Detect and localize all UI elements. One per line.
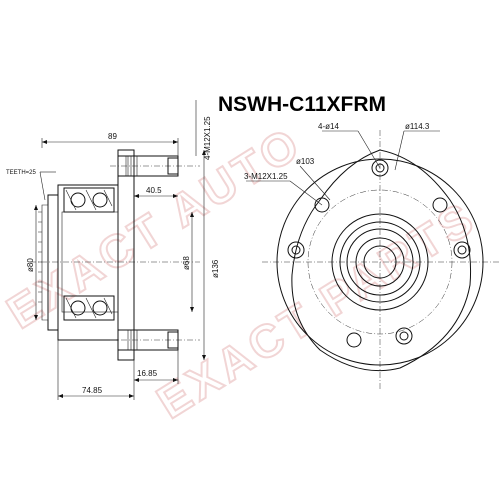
dim-mount-holes: 4-ø14 [318,122,381,169]
dim-total-depth: 74.85 [57,340,135,400]
front-view: 4-ø14 ø114.3 ø103 3-M12X1.25 [244,122,500,390]
dim-pcd-bolts-label: ø103 [296,157,315,166]
watermark-text-a: EXACT AUTO [0,116,311,338]
side-section-view: 89 4-M12X1.25 TEETH=25 40.5 [6,100,220,400]
dim-bolt-thread: 3-M12X1.25 [244,172,323,206]
dim-flange-label: ø136 [211,259,220,278]
hub-outer-circle [331,213,429,311]
upper-stud [110,155,200,177]
hub-inner-circle [346,228,414,296]
dim-bore-label: ø80 [26,258,35,272]
stud-holes [287,159,471,345]
upper-bearing [63,187,115,213]
dim-bolt-thread-label: 3-M12X1.25 [244,172,288,181]
lower-bearing [63,295,115,321]
hub-mid-circle [339,221,421,303]
dim-teeth-label: TEETH=25 [6,170,37,176]
dim-pilot-label: ø68 [182,256,191,270]
hub-bore-circle [363,245,397,279]
dim-mount-holes-label: 4-ø14 [318,122,339,131]
dim-total-depth-label: 74.85 [82,386,103,395]
hub-center-circle [355,237,405,287]
flange-plate [291,149,472,372]
dim-stud-offset: 40.5 [134,186,178,198]
outer-flange-circle [276,158,484,366]
dim-stud-thread: 4-M12X1.25 [195,100,212,160]
spline-teeth [38,211,42,303]
dim-flange-to-face: 16.85 [133,350,179,384]
bolt-bosses [314,197,448,348]
dim-flange-to-face-label: 16.85 [137,369,158,378]
dim-flange: ø136 [202,150,220,360]
dim-stud-offset-label: 40.5 [146,186,162,195]
dim-pcd-studs-label: ø114.3 [405,122,430,131]
dim-teeth: TEETH=25 [6,170,56,201]
pcd-circle [307,189,453,335]
dim-pilot: ø68 [182,212,194,312]
dim-stud-thread-label: 4-M12X1.25 [203,116,212,160]
dim-pcd-studs: ø114.3 [394,122,440,171]
dim-pcd-bolts: ø103 [296,157,331,201]
dim-bore: ø80 [26,205,38,320]
part-number-title: NSWH-C11XFRM [218,93,386,116]
dim-overall-width: 89 [41,132,179,156]
tone-ring [41,204,49,321]
dim-overall-width-label: 89 [108,132,117,141]
lower-stud [110,329,200,351]
